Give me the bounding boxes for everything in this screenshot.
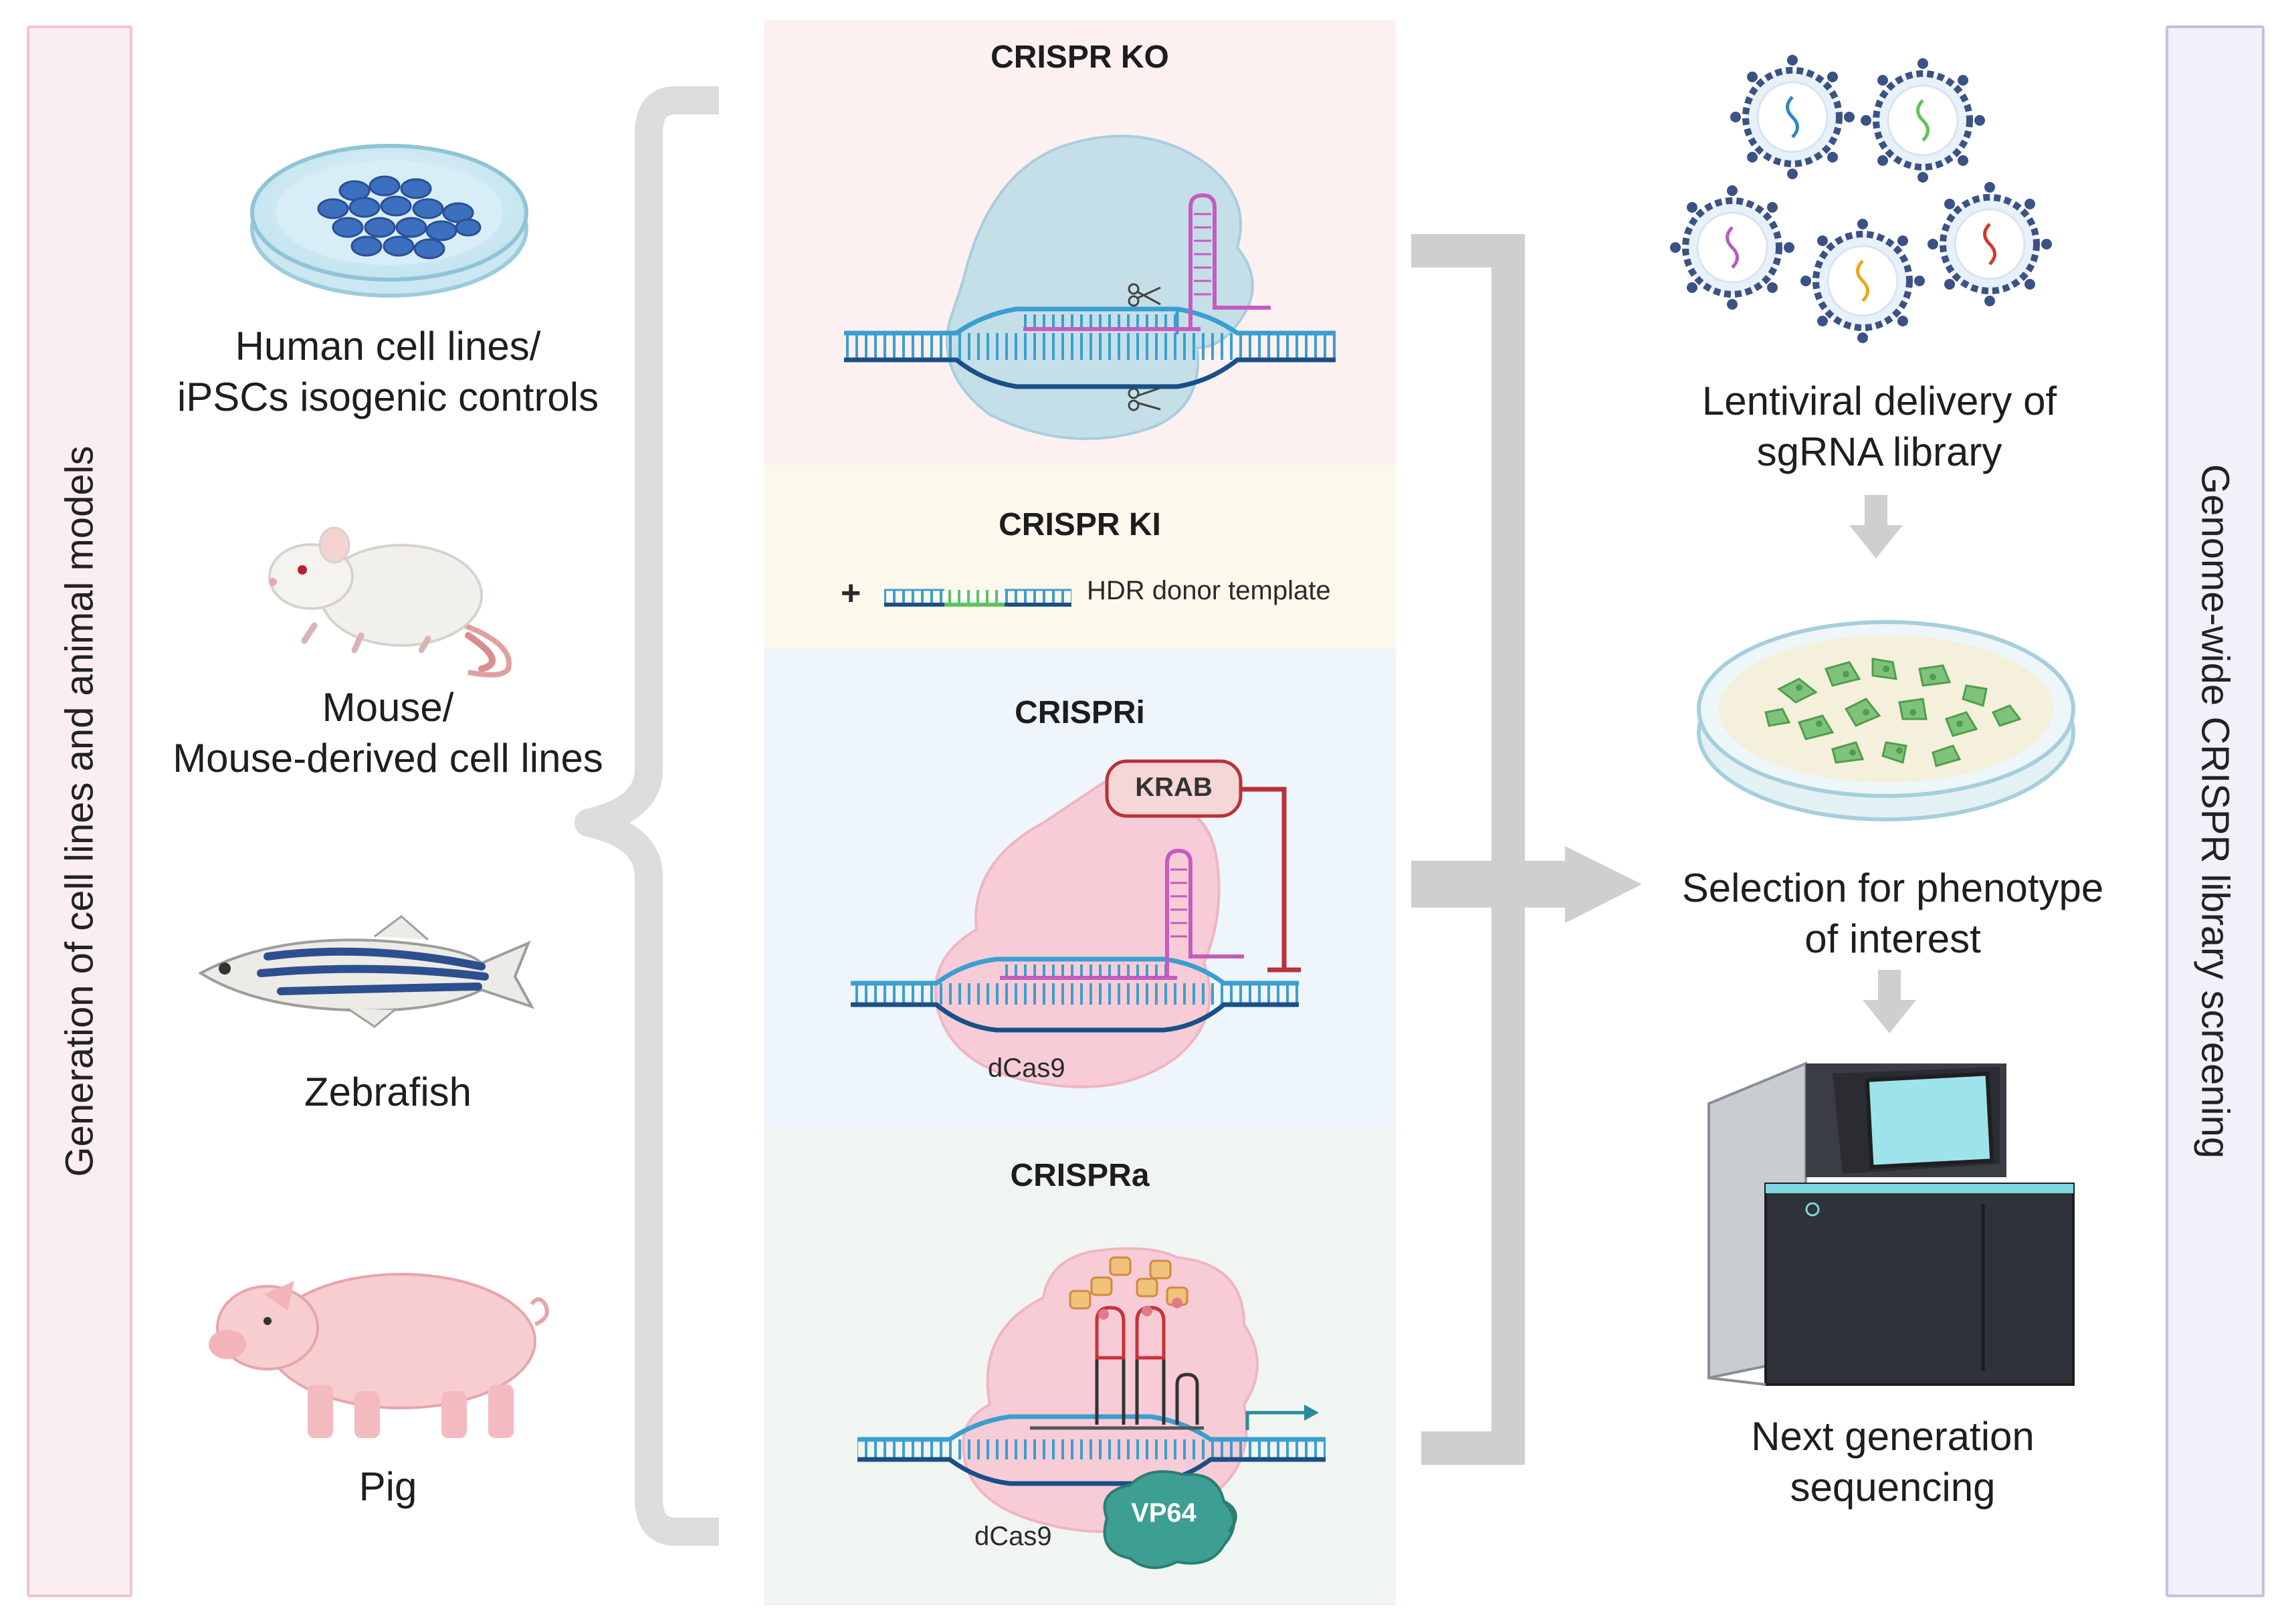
- caption-pig: Pig: [358, 1464, 417, 1509]
- caption-human-cells: Human cell lines/ iPSCs isogenic control…: [177, 324, 599, 419]
- virus-3: [1670, 185, 1794, 310]
- virus-1: [1730, 55, 1855, 179]
- left-bracket: [575, 86, 719, 1546]
- panel-title-ki: CRISPR KI: [999, 507, 1161, 542]
- virus-4: [1800, 219, 1925, 343]
- left-sidebar: Generation of cell lines and animal mode…: [27, 25, 132, 1597]
- caption-zebrafish: Zebrafish: [304, 1070, 472, 1114]
- panel-title-crispri: CRISPRi: [1015, 695, 1145, 730]
- hdr-donor-label: HDR donor template: [1087, 576, 1331, 605]
- panel-title-ko: CRISPR KO: [991, 39, 1169, 75]
- panel-title-crispra: CRISPRa: [1010, 1158, 1150, 1193]
- zebrafish-illustration: [198, 915, 535, 1028]
- caption-ngs: Next generation sequencing: [1751, 1414, 2035, 1510]
- ki-plus: +: [841, 574, 861, 613]
- virus-2: [1861, 58, 1985, 183]
- crispri-dcas9-label: dCas9: [988, 1053, 1065, 1083]
- lentivirus-group: [1670, 55, 2052, 343]
- crispra-dcas9-label: dCas9: [974, 1522, 1052, 1551]
- krab-label: KRAB: [1135, 773, 1213, 802]
- virus-5: [1928, 182, 2052, 306]
- right-bracket-arrow: [1411, 234, 1642, 1465]
- workflow-arrow-1: [1849, 495, 1903, 559]
- hdr-donor-template: [884, 589, 1071, 607]
- mouse-illustration: [268, 526, 512, 678]
- caption-mouse: Mouse/ Mouse-derived cell lines: [173, 685, 603, 781]
- petri-dish-human-cells: [250, 144, 528, 298]
- petri-dish-selection: [1697, 620, 2075, 821]
- crispr-ko-diagram: [844, 134, 1336, 440]
- vp64-label: VP64: [1131, 1498, 1197, 1528]
- caption-lentiviral-delivery: Lentiviral delivery of sgRNA library: [1701, 379, 2057, 474]
- workflow-arrow-2: [1863, 970, 1916, 1033]
- pig-illustration: [209, 1273, 549, 1438]
- sequencer-machine: [1707, 1061, 2075, 1386]
- crispra-diagram: [857, 1247, 1326, 1569]
- crispri-diagram: [851, 759, 1301, 1088]
- right-sidebar: Genome-wide CRISPR library screening: [2166, 25, 2265, 1597]
- panel-crispr-ki: CRISPR KI + HDR donor template: [764, 465, 1396, 649]
- caption-selection: Selection for phenotype of interest: [1681, 866, 2104, 961]
